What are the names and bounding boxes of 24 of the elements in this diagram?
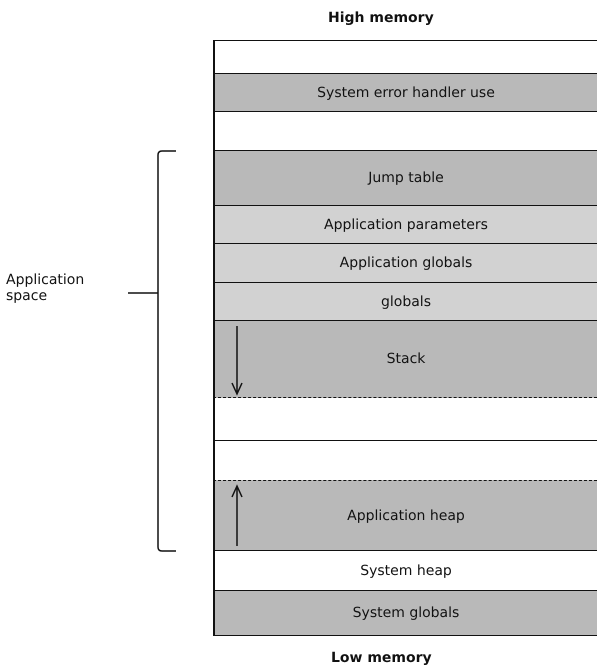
memory-block <box>213 320 597 398</box>
block-label: System error handler use <box>317 84 495 100</box>
empty-memory-block <box>213 111 597 150</box>
memory-end-label: Low memory <box>331 650 432 666</box>
region-label: Application space <box>6 272 86 304</box>
memory-block <box>213 73 597 111</box>
memory-block <box>213 150 597 205</box>
block-label: Application parameters <box>324 216 488 232</box>
block-label: System globals <box>352 605 460 621</box>
block-label: Application globals <box>340 255 472 271</box>
memory-end-label: High memory <box>328 10 434 26</box>
block-label: globals <box>381 294 431 310</box>
memory-block <box>213 590 597 636</box>
block-label: Application heap <box>347 508 465 524</box>
empty-memory-block <box>213 40 597 73</box>
empty-memory-block <box>213 440 597 480</box>
memory-block <box>213 243 597 282</box>
block-label: Stack <box>386 351 426 367</box>
block-label: Jump table <box>368 170 444 186</box>
block-label: System heap <box>360 562 452 578</box>
memory-block <box>213 550 597 590</box>
memory-block <box>213 205 597 243</box>
memory-block <box>213 282 597 320</box>
memory-block <box>213 480 597 550</box>
